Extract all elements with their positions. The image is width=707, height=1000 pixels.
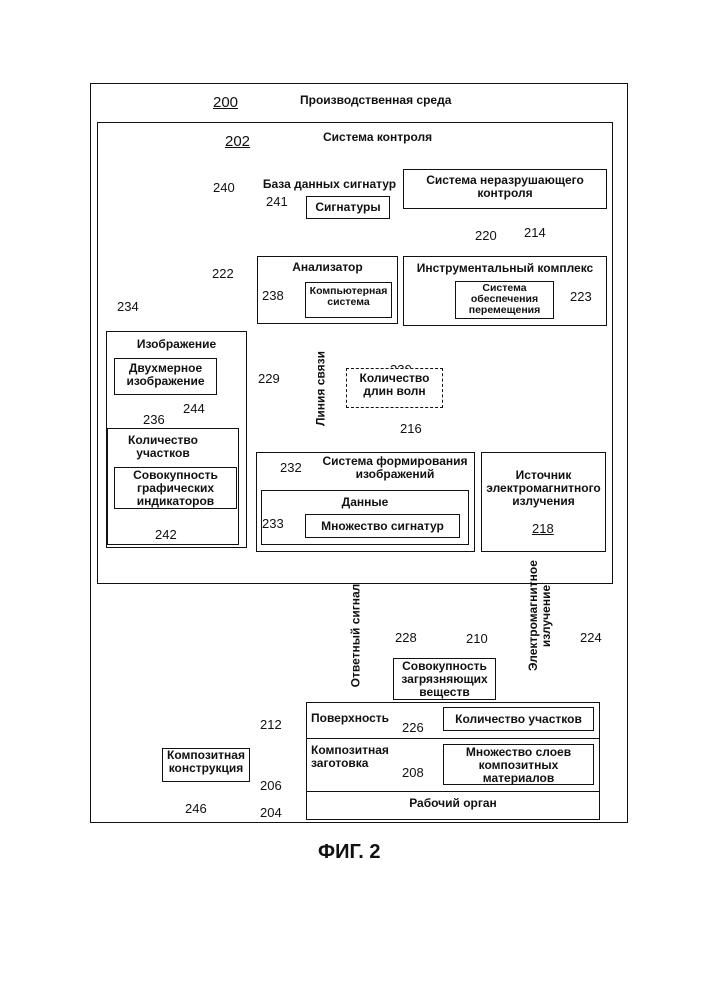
- sigset-number: 233: [262, 516, 284, 531]
- surface-number: 212: [260, 717, 282, 732]
- imaging-number: 216: [400, 421, 422, 436]
- link-number: 229: [258, 371, 280, 386]
- indicators-label: Совокупность графических индикаторов: [114, 469, 237, 508]
- link-label: Линия связи: [315, 339, 328, 439]
- indicators-number: 242: [155, 527, 177, 542]
- data-number: 232: [280, 460, 302, 475]
- tool-number: 204: [260, 805, 282, 820]
- layers-label: Множество слоев композитных материалов: [453, 746, 584, 785]
- surface-regions-label: Количество участков: [443, 713, 594, 726]
- contaminants-number: 210: [466, 631, 488, 646]
- structure-label: Композитная конструкция: [162, 749, 250, 775]
- layers-number: 208: [402, 765, 424, 780]
- regions-label: Количество участков: [113, 434, 213, 460]
- analyzer-label: Анализатор: [257, 261, 398, 274]
- em-source-label: Источник электромагнитного излучения: [481, 469, 606, 508]
- movement-number: 223: [570, 289, 592, 304]
- signatures-label: Сигнатуры: [306, 201, 390, 214]
- toolkit-label: Инструментальный комплекс: [403, 262, 607, 275]
- signatures-number: 241: [266, 194, 288, 209]
- sigset-label: Множество сигнатур: [305, 520, 460, 533]
- image2d-number: 236: [143, 412, 165, 427]
- wavelengths-label: Количество длин волн: [346, 372, 443, 398]
- analyzer-number: 222: [212, 266, 234, 281]
- blank-number: 206: [260, 778, 282, 793]
- regions-number: 244: [183, 401, 205, 416]
- computer-number: 238: [262, 288, 284, 303]
- env-label: Производственная среда: [300, 94, 451, 107]
- image-label: Изображение: [106, 338, 247, 351]
- figure-caption: ФИГ. 2: [318, 841, 381, 864]
- control-number: 202: [225, 133, 250, 150]
- em-source-number: 218: [532, 521, 554, 536]
- ndt-label: Система неразрушающего контроля: [403, 174, 607, 200]
- blank-label: Композитная заготовка: [311, 744, 411, 770]
- image2d-label: Двухмерное изображение: [114, 362, 217, 388]
- surface-regions-number: 226: [402, 720, 424, 735]
- structure-number: 246: [185, 801, 207, 816]
- response-number: 228: [395, 630, 417, 645]
- toolkit-number: 220: [475, 228, 497, 243]
- tool-label: Рабочий орган: [306, 797, 600, 810]
- image-number: 234: [117, 299, 139, 314]
- ndt-number: 214: [524, 225, 546, 240]
- sigdb-label: База данных сигнатур: [262, 178, 397, 191]
- movement-label: Система обеспечения перемещения: [455, 283, 554, 316]
- imaging-label: Система формирования изображений: [320, 455, 470, 481]
- em-radiation-label: Электромагнитное излучение: [527, 561, 553, 671]
- control-label: Система контроля: [323, 131, 432, 144]
- em-radiation-number: 224: [580, 630, 602, 645]
- env-number: 200: [213, 94, 238, 111]
- surface-label: Поверхность: [311, 712, 389, 725]
- response-label: Ответный сигнал: [350, 576, 363, 696]
- data-label: Данные: [261, 496, 469, 509]
- contaminants-label: Совокупность загрязняющих веществ: [393, 660, 496, 699]
- computer-label: Компьютерная система: [305, 286, 392, 308]
- sigdb-number: 240: [213, 180, 235, 195]
